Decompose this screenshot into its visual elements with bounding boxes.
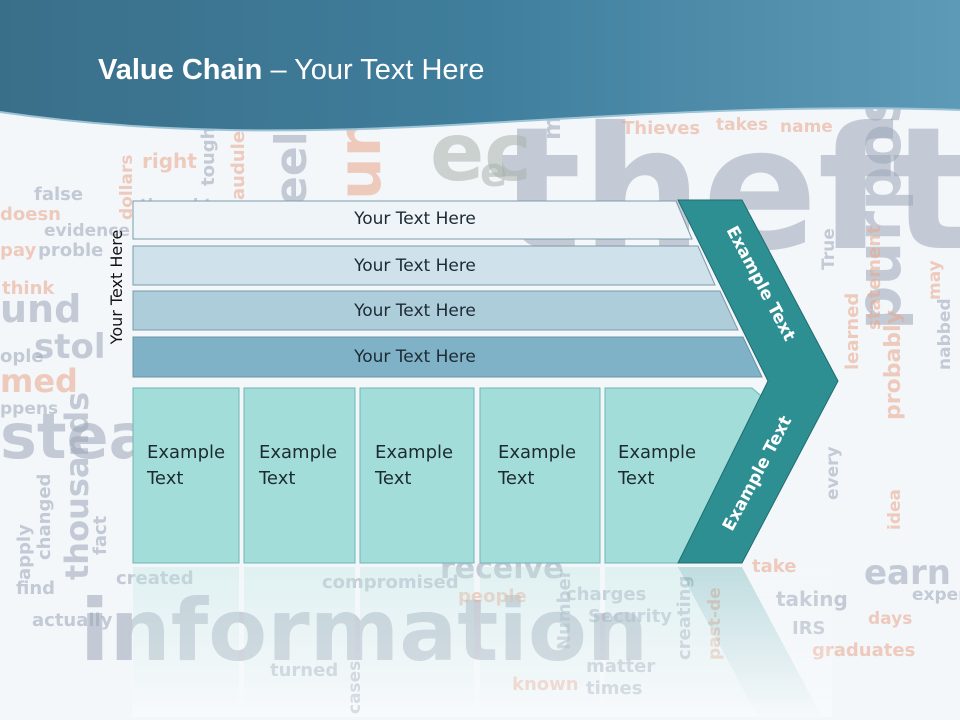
background-word: nabbed xyxy=(935,298,955,370)
background-word: graduates xyxy=(812,640,915,661)
row-label-4: Your Text Here xyxy=(354,347,476,367)
background-word: e xyxy=(480,150,507,196)
activity-box-1 xyxy=(132,387,240,564)
background-word: thousands xyxy=(58,392,96,580)
row-label-2: Your Text Here xyxy=(354,256,476,276)
background-word: false xyxy=(34,184,83,205)
background-word: apply xyxy=(14,524,35,580)
background-word: statement xyxy=(864,225,885,330)
background-word: learned xyxy=(842,293,863,370)
background-word: dollars xyxy=(117,155,137,220)
activity-box-4 xyxy=(479,387,601,564)
header-band xyxy=(0,0,960,132)
background-word: actually xyxy=(32,610,113,631)
chevron-arrow xyxy=(677,199,839,564)
diagram-reflection xyxy=(132,567,832,717)
background-word: probably xyxy=(881,310,906,420)
background-word: right xyxy=(142,149,197,173)
background-word: think xyxy=(2,278,55,299)
background-word: ople xyxy=(0,346,44,367)
background-word: und xyxy=(0,287,81,331)
background-word: earn xyxy=(864,553,951,593)
chevron-bottom-label: Example Text xyxy=(719,413,796,535)
background-word: may xyxy=(925,260,945,300)
row-bar-1 xyxy=(132,200,693,240)
row-label-1: Your Text Here xyxy=(354,209,476,229)
background-word: proble xyxy=(38,240,103,261)
background-word: eel xyxy=(266,131,317,206)
background-word: every xyxy=(823,446,843,500)
background-word: audule xyxy=(228,131,249,200)
activity-box-2 xyxy=(243,387,356,564)
background-word: idea xyxy=(885,489,905,530)
background-word: fact xyxy=(90,515,111,555)
row-label-3: Your Text Here xyxy=(354,301,476,321)
background-word: tough xyxy=(198,127,219,186)
background-word: Thieves xyxy=(622,118,700,139)
background-word: find xyxy=(16,578,55,599)
background-word: evidence xyxy=(44,221,130,241)
row-bar-3 xyxy=(132,290,739,331)
background-word: True xyxy=(819,228,839,270)
background-word: experien xyxy=(912,585,960,605)
background-word: name xyxy=(780,117,833,137)
background-word: pay xyxy=(0,240,36,261)
page-title: Value Chain – Your Text Here xyxy=(98,54,485,86)
row-bar-4 xyxy=(132,336,763,378)
background-word: changed xyxy=(34,474,55,560)
background-word: takes xyxy=(716,115,768,135)
background-word: med xyxy=(0,362,78,400)
activity-box-3 xyxy=(359,387,475,564)
background-word: doesn xyxy=(0,204,61,225)
background-word: stol xyxy=(34,327,106,367)
background-word: days xyxy=(868,609,912,629)
background-word: ppens xyxy=(0,399,58,419)
row-bar-2 xyxy=(132,245,716,286)
chevron-top-label: Example Text xyxy=(722,223,799,345)
